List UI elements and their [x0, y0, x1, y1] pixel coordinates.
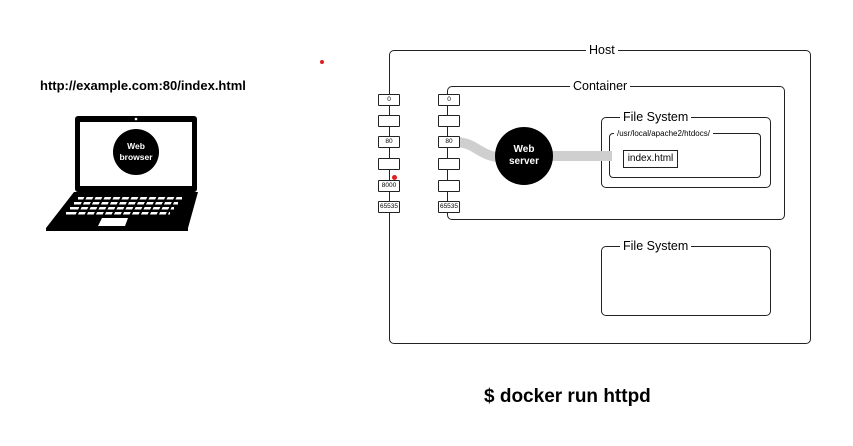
- host-port: [378, 158, 400, 170]
- container-port: [438, 158, 460, 170]
- container-label: Container: [570, 78, 631, 94]
- container-port: [438, 115, 460, 127]
- web-browser-circle: Web browser: [113, 129, 159, 175]
- container-port: 0: [438, 94, 460, 106]
- host-port: 80: [378, 136, 400, 148]
- laptop-icon: [46, 116, 198, 231]
- container-box: Container: [447, 78, 785, 220]
- host-port: 65535: [378, 201, 400, 213]
- web-browser-label-line2: browser: [119, 152, 153, 162]
- container-filesystem-label: File System: [620, 109, 692, 125]
- host-label: Host: [586, 42, 618, 58]
- web-server-label-line1: Web: [513, 144, 535, 155]
- container-filesystem-box: File System: [601, 109, 771, 188]
- host-box: Host: [389, 42, 811, 344]
- web-server-circle: Web server: [495, 127, 553, 185]
- host-port-8000: 8000: [378, 180, 400, 192]
- container-port: 65535: [438, 201, 460, 213]
- docker-command: $ docker run httpd: [484, 386, 651, 407]
- server-to-filesystem-pipe: [548, 151, 612, 161]
- host-filesystem-box: File System: [601, 238, 771, 316]
- host-port: 0: [378, 94, 400, 106]
- container-port-80: 80: [438, 136, 460, 148]
- host-port: [378, 115, 400, 127]
- container-port: [438, 180, 460, 192]
- web-server-label-line2: server: [508, 156, 540, 167]
- host-filesystem-label: File System: [620, 238, 692, 254]
- web-browser-label-line1: Web: [127, 141, 145, 151]
- url-text: http://example.com:80/index.html: [40, 78, 246, 93]
- htdocs-path-label: /usr/local/apache2/htdocs/: [614, 128, 713, 139]
- red-dot: [320, 60, 324, 64]
- index-file-box: index.html: [623, 150, 678, 168]
- red-marker-dot: [392, 175, 397, 180]
